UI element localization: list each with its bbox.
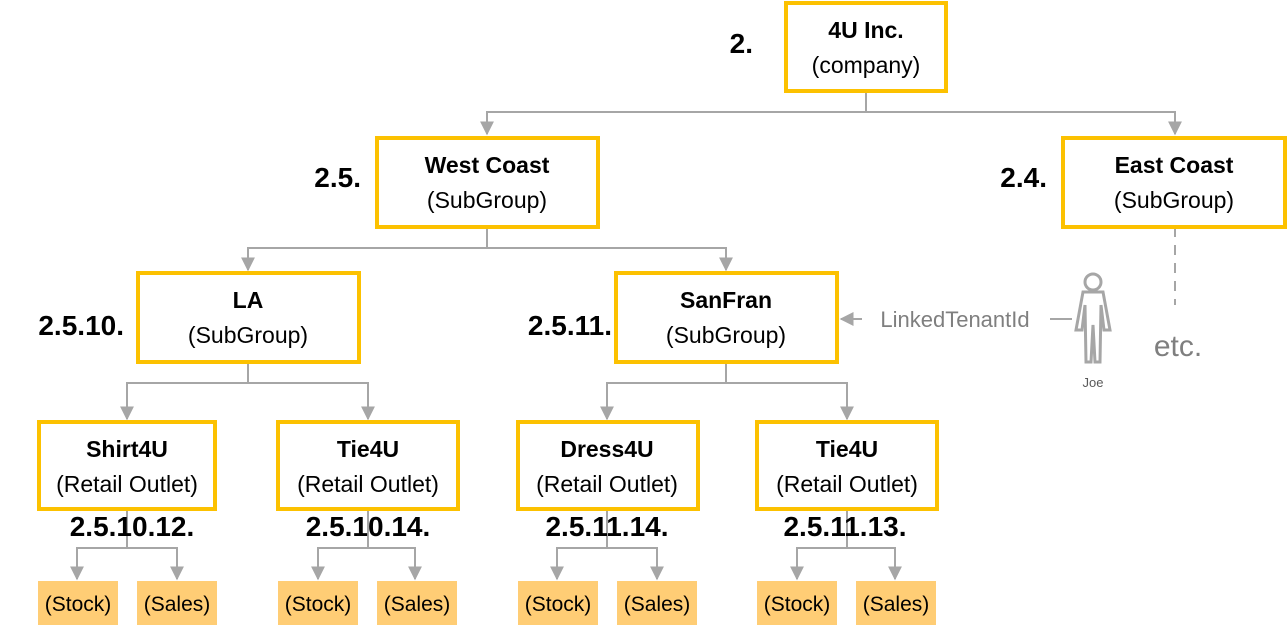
node-type: (SubGroup) [427,187,547,213]
node-title: 4U Inc. [828,17,903,43]
connector-dress4u-stock [550,509,608,581]
leaf-label: (Stock) [764,593,831,616]
leaf-label: (Stock) [45,593,112,616]
node-type: (Retail Outlet) [56,471,198,497]
node-shirt4u: Shirt4U (Retail Outlet) [37,420,217,511]
node-type: (Retail Outlet) [536,471,678,497]
leaf-dress4u-stock: (Stock) [518,581,598,625]
connector-west-sanfran [487,247,733,272]
node-code: 2.5.10.12. [70,511,195,542]
leaf-label: (Sales) [624,593,691,616]
connector-sanfran-tie4u [726,382,854,421]
leaf-shirt4u-sales: (Sales) [137,581,217,625]
node-title: Tie4U [816,436,878,462]
leaf-label: (Sales) [144,593,211,616]
node-title: West Coast [425,152,550,178]
node-title: Shirt4U [86,436,168,462]
etc-label: etc. [1154,330,1202,363]
node-tie4u-sf: Tie4U (Retail Outlet) [755,420,939,511]
leaf-tie4u-la-sales: (Sales) [377,581,457,625]
person-icon [1074,272,1112,364]
leaf-tie4u-la-stock: (Stock) [278,581,358,625]
node-type: (Retail Outlet) [297,471,439,497]
node-west-coast: West Coast (SubGroup) [375,136,600,229]
leaf-tie4u-sf-sales: (Sales) [856,581,936,625]
connector-shirt4u-sales [127,547,184,581]
node-east-coast: East Coast (SubGroup) [1061,136,1287,229]
connector-dress4u-sales [607,547,664,581]
connector-shirt4u-stock [70,509,128,581]
node-company: 4U Inc. (company) [784,1,948,93]
node-title: SanFran [680,287,772,313]
node-type: (company) [812,52,921,78]
node-type: (Retail Outlet) [776,471,918,497]
node-code: 2. [730,28,753,59]
node-code: 2.5.10. [38,310,124,341]
node-code: 2.4. [1000,162,1047,193]
node-code: 2.5.11. [528,310,612,341]
connectors [70,91,1182,581]
node-tie4u-la: Tie4U (Retail Outlet) [276,420,460,511]
connector-tie4u-la-sales [368,547,422,581]
node-code: 2.5.10.14. [306,511,431,542]
connector-west-la [241,227,488,272]
connector-tie4u-sf-sales [847,547,902,581]
leaf-label: (Stock) [285,593,352,616]
connector-tie4u-la-stock [311,509,369,581]
connector-company-east [866,111,1182,136]
connector-la-tie4u [248,382,375,421]
connector-la-shirt4u [120,362,249,421]
node-code: 2.5.11.13. [783,511,906,542]
node-sanfran: SanFran (SubGroup) [614,271,839,364]
leaf-label: (Sales) [863,593,930,616]
leaf-label: (Stock) [525,593,592,616]
connector-sanfran-dress4u [600,362,727,421]
node-title: East Coast [1115,152,1234,178]
leaf-label: (Sales) [384,593,451,616]
node-type: (SubGroup) [188,322,308,348]
node-title: Dress4U [560,436,653,462]
leaf-shirt4u-stock: (Stock) [38,581,118,625]
node-type: (SubGroup) [1114,187,1234,213]
person-name: Joe [1083,375,1104,390]
leaf-tie4u-sf-stock: (Stock) [757,581,837,625]
node-title: LA [233,287,264,313]
node-title: Tie4U [337,436,399,462]
linked-tenant-label: LinkedTenantId [880,307,1029,332]
connector-company-west [480,91,867,136]
connector-tie4u-sf-stock [790,509,848,581]
node-code: 2.5. [314,162,361,193]
node-code: 2.5.11.14. [545,511,668,542]
leaf-dress4u-sales: (Sales) [617,581,697,625]
node-la: LA (SubGroup) [136,271,361,364]
node-type: (SubGroup) [666,322,786,348]
node-dress4u: Dress4U (Retail Outlet) [516,420,700,511]
